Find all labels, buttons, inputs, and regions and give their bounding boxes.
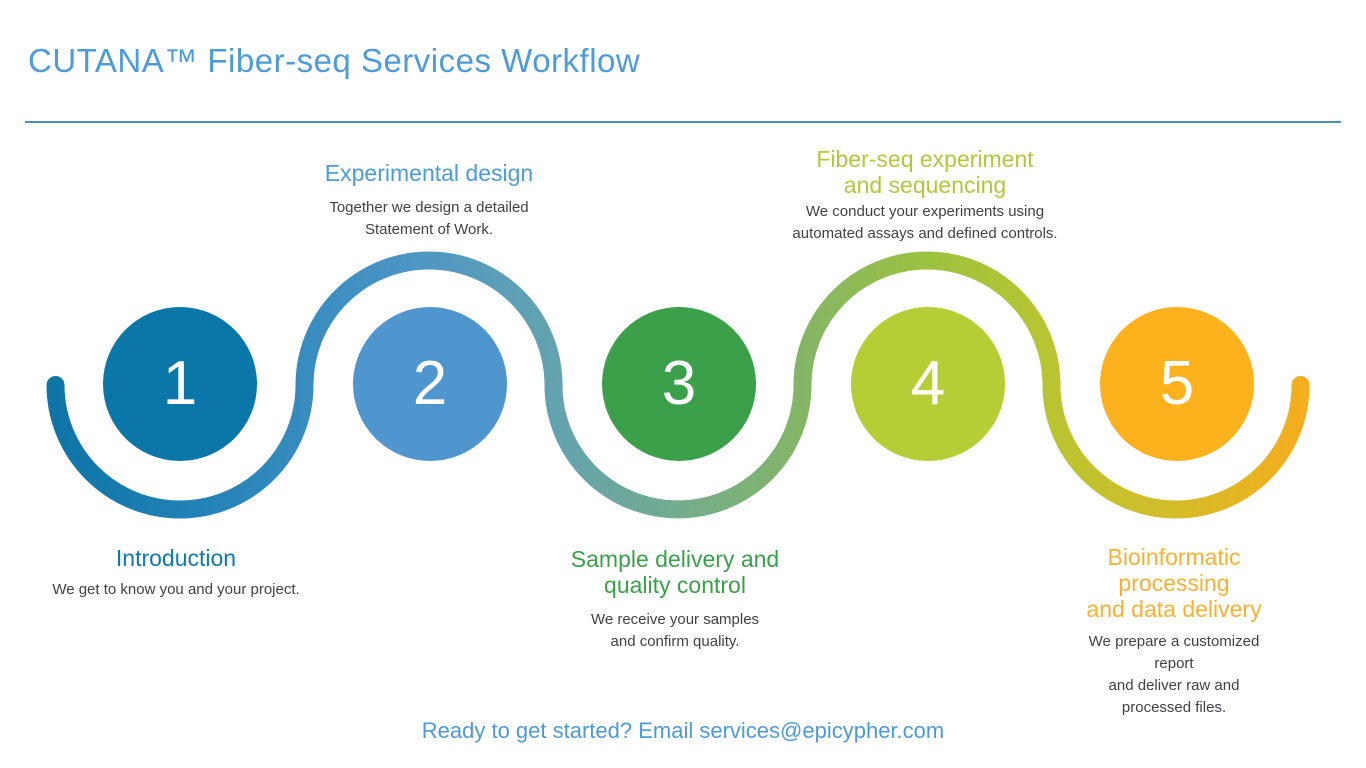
step-4-description: We conduct your experiments using automa… xyxy=(792,203,1058,242)
title-divider xyxy=(25,121,1341,123)
step-circle-1: 1 xyxy=(103,307,257,461)
step-1-description: We get to know you and your project. xyxy=(52,581,300,598)
page-title: CUTANA™ Fiber-seq Services Workflow xyxy=(28,42,641,79)
step-number-2: 2 xyxy=(412,349,448,418)
step-circle-4: 4 xyxy=(851,307,1005,461)
step-1-label: Introduction xyxy=(115,545,237,571)
step-5-label: Bioinformatic processing and data delive… xyxy=(1086,544,1262,622)
step-4-label: Fiber-seq experiment and sequencing xyxy=(816,146,1034,198)
step-number-3: 3 xyxy=(661,349,697,418)
step-1-text: Introduction We get to know you and your… xyxy=(52,545,299,601)
step-3-label: Sample delivery and quality control xyxy=(570,546,780,598)
step-5-description: We prepare a customized report and deliv… xyxy=(1088,633,1260,716)
step-3-text: Sample delivery and quality control We r… xyxy=(571,546,779,653)
step-number-4: 4 xyxy=(910,349,946,418)
footer-cta: Ready to get started? Email services@epi… xyxy=(421,718,945,743)
step-4-text: Fiber-seq experiment and sequencing We c… xyxy=(792,146,1057,245)
step-circle-3: 3 xyxy=(602,307,756,461)
step-2-label: Experimental design xyxy=(324,160,534,186)
step-2-description: Together we design a detailed Statement … xyxy=(329,199,529,238)
step-5-text: Bioinformatic processing and data delive… xyxy=(1078,544,1270,719)
step-number-5: 5 xyxy=(1159,349,1195,418)
step-3-description: We receive your samples and confirm qual… xyxy=(590,611,760,650)
step-circle-5: 5 xyxy=(1100,307,1254,461)
step-2-text: Experimental design Together we design a… xyxy=(325,160,533,241)
wave-path xyxy=(46,251,1310,519)
step-number-1: 1 xyxy=(162,349,198,418)
step-circle-2: 2 xyxy=(353,307,507,461)
